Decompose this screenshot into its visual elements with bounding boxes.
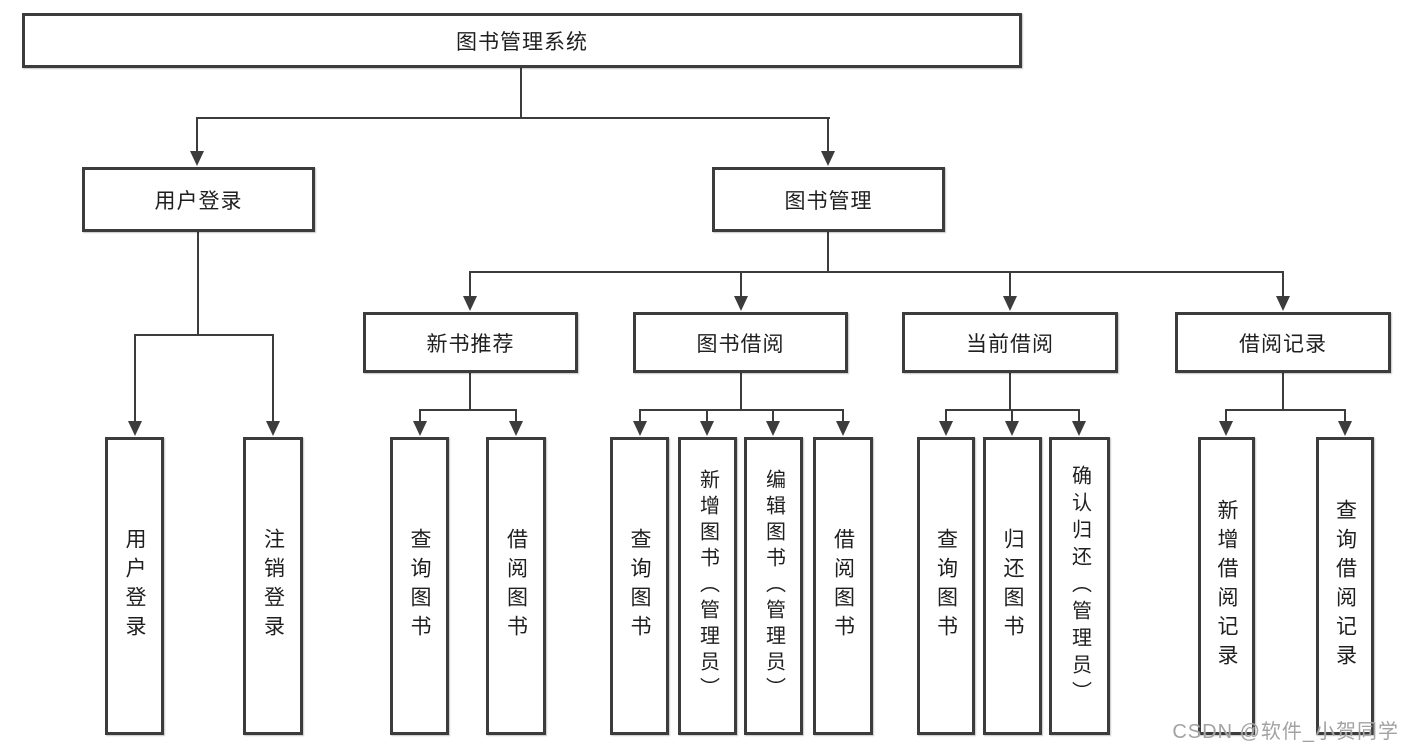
arrowhead-down-icon bbox=[413, 421, 427, 436]
node-current-borrow: 当前借阅 bbox=[902, 312, 1118, 373]
node-root: 图书管理系统 bbox=[22, 13, 1022, 68]
leaf-confirm-return: 确认归还（管理员） bbox=[1049, 437, 1110, 735]
leaf-borrow-book-2-label: 借阅图书 bbox=[831, 528, 855, 644]
arrow-shaft bbox=[1009, 272, 1011, 301]
node-current-borrow-label: 当前借阅 bbox=[966, 332, 1054, 356]
arrow-shaft bbox=[469, 272, 471, 301]
leaf-add-book: 新增图书（管理员） bbox=[678, 437, 737, 735]
leaf-return-book: 归还图书 bbox=[983, 437, 1042, 735]
arrowhead-down-icon bbox=[1005, 421, 1019, 436]
leaf-user-login: 用户登录 bbox=[105, 437, 164, 735]
leaf-query-record: 查询借阅记录 bbox=[1316, 437, 1374, 735]
rail-borrow-record-children bbox=[1225, 409, 1346, 411]
arrowhead-down-icon bbox=[1219, 421, 1233, 436]
leaf-borrow-book-2: 借阅图书 bbox=[813, 437, 873, 735]
arrow-shaft bbox=[1225, 410, 1227, 426]
arrowhead-down-icon bbox=[821, 151, 835, 166]
stem-book-borrow bbox=[740, 373, 742, 410]
rail-level3 bbox=[469, 271, 1284, 273]
node-user-login: 用户登录 bbox=[82, 167, 315, 232]
arrowhead-down-icon bbox=[509, 421, 523, 436]
node-book-mgmt-label: 图书管理 bbox=[784, 189, 873, 213]
arrowhead-down-icon bbox=[1338, 421, 1352, 436]
leaf-query-record-label: 查询借阅记录 bbox=[1333, 499, 1357, 673]
stem-current-borrow bbox=[1009, 373, 1011, 410]
arrowhead-down-icon bbox=[734, 296, 748, 311]
csdn-watermark: CSDN @软件_小贺同学 bbox=[1172, 721, 1399, 743]
arrow-shaft bbox=[1011, 410, 1013, 426]
arrow-shaft bbox=[740, 272, 742, 301]
leaf-user-login-label: 用户登录 bbox=[123, 528, 146, 644]
stem-borrow-record bbox=[1282, 373, 1284, 410]
node-new-book-rec-label: 新书推荐 bbox=[426, 332, 515, 356]
node-borrow-record-label: 借阅记录 bbox=[1239, 332, 1327, 356]
rail-book-borrow-children bbox=[639, 409, 844, 411]
leaf-logout-label: 注销登录 bbox=[261, 528, 285, 644]
arrow-shaft bbox=[196, 118, 198, 156]
arrow-shaft bbox=[639, 410, 641, 426]
leaf-add-record-label: 新增借阅记录 bbox=[1215, 499, 1238, 673]
leaf-query-book-2-label: 查询图书 bbox=[628, 528, 651, 644]
stem-book-mgmt bbox=[827, 232, 829, 272]
arrow-shaft bbox=[1078, 410, 1080, 426]
arrow-shaft bbox=[772, 410, 774, 426]
rail-new-book-rec-children bbox=[419, 409, 517, 411]
arrow-shaft bbox=[515, 410, 517, 426]
leaf-query-book-1: 查询图书 bbox=[390, 437, 449, 735]
arrow-shaft bbox=[272, 335, 274, 426]
arrow-shaft bbox=[945, 410, 947, 426]
leaf-edit-book-label: 编辑图书（管理员） bbox=[762, 469, 785, 703]
arrowhead-down-icon bbox=[266, 421, 280, 436]
arrow-shaft bbox=[1344, 410, 1346, 426]
arrowhead-down-icon bbox=[128, 421, 142, 436]
stem-user-login bbox=[197, 232, 199, 335]
node-book-borrow-label: 图书借阅 bbox=[696, 332, 785, 356]
leaf-add-book-label: 新增图书（管理员） bbox=[696, 469, 719, 703]
arrow-shaft bbox=[1282, 272, 1284, 301]
stem-new-book-rec bbox=[469, 373, 471, 410]
node-new-book-rec: 新书推荐 bbox=[363, 312, 578, 373]
arrow-shaft bbox=[419, 410, 421, 426]
node-book-mgmt: 图书管理 bbox=[712, 167, 945, 232]
leaf-return-book-label: 归还图书 bbox=[1001, 528, 1024, 644]
leaf-edit-book: 编辑图书（管理员） bbox=[744, 437, 803, 735]
rail-user-login-children bbox=[134, 334, 274, 336]
arrowhead-down-icon bbox=[700, 421, 714, 436]
arrowhead-down-icon bbox=[1003, 296, 1017, 311]
leaf-query-book-1-label: 查询图书 bbox=[408, 528, 431, 644]
arrowhead-down-icon bbox=[836, 421, 850, 436]
arrow-shaft bbox=[827, 118, 829, 156]
leaf-query-book-3: 查询图书 bbox=[917, 437, 975, 735]
arrow-shaft bbox=[134, 335, 136, 426]
arrowhead-down-icon bbox=[939, 421, 953, 436]
node-borrow-record: 借阅记录 bbox=[1175, 312, 1391, 373]
arrowhead-down-icon bbox=[766, 421, 780, 436]
leaf-confirm-return-label: 确认归还（管理员） bbox=[1068, 464, 1091, 708]
leaf-logout: 注销登录 bbox=[243, 437, 303, 735]
arrow-shaft bbox=[842, 410, 844, 426]
arrowhead-down-icon bbox=[190, 151, 204, 166]
arrowhead-down-icon bbox=[1276, 296, 1290, 311]
leaf-query-book-2: 查询图书 bbox=[610, 437, 669, 735]
arrowhead-down-icon bbox=[463, 296, 477, 311]
node-user-login-label: 用户登录 bbox=[154, 189, 243, 213]
arrowhead-down-icon bbox=[1072, 421, 1086, 436]
leaf-add-record: 新增借阅记录 bbox=[1198, 437, 1255, 735]
rail-level2 bbox=[196, 117, 830, 119]
node-root-label: 图书管理系统 bbox=[456, 30, 588, 54]
leaf-borrow-book-1-label: 借阅图书 bbox=[504, 528, 528, 644]
arrowhead-down-icon bbox=[633, 421, 647, 436]
arrow-shaft bbox=[706, 410, 708, 426]
leaf-query-book-3-label: 查询图书 bbox=[934, 528, 958, 644]
node-book-borrow: 图书借阅 bbox=[633, 312, 848, 373]
leaf-borrow-book-1: 借阅图书 bbox=[486, 437, 546, 735]
stem-root bbox=[520, 68, 522, 118]
